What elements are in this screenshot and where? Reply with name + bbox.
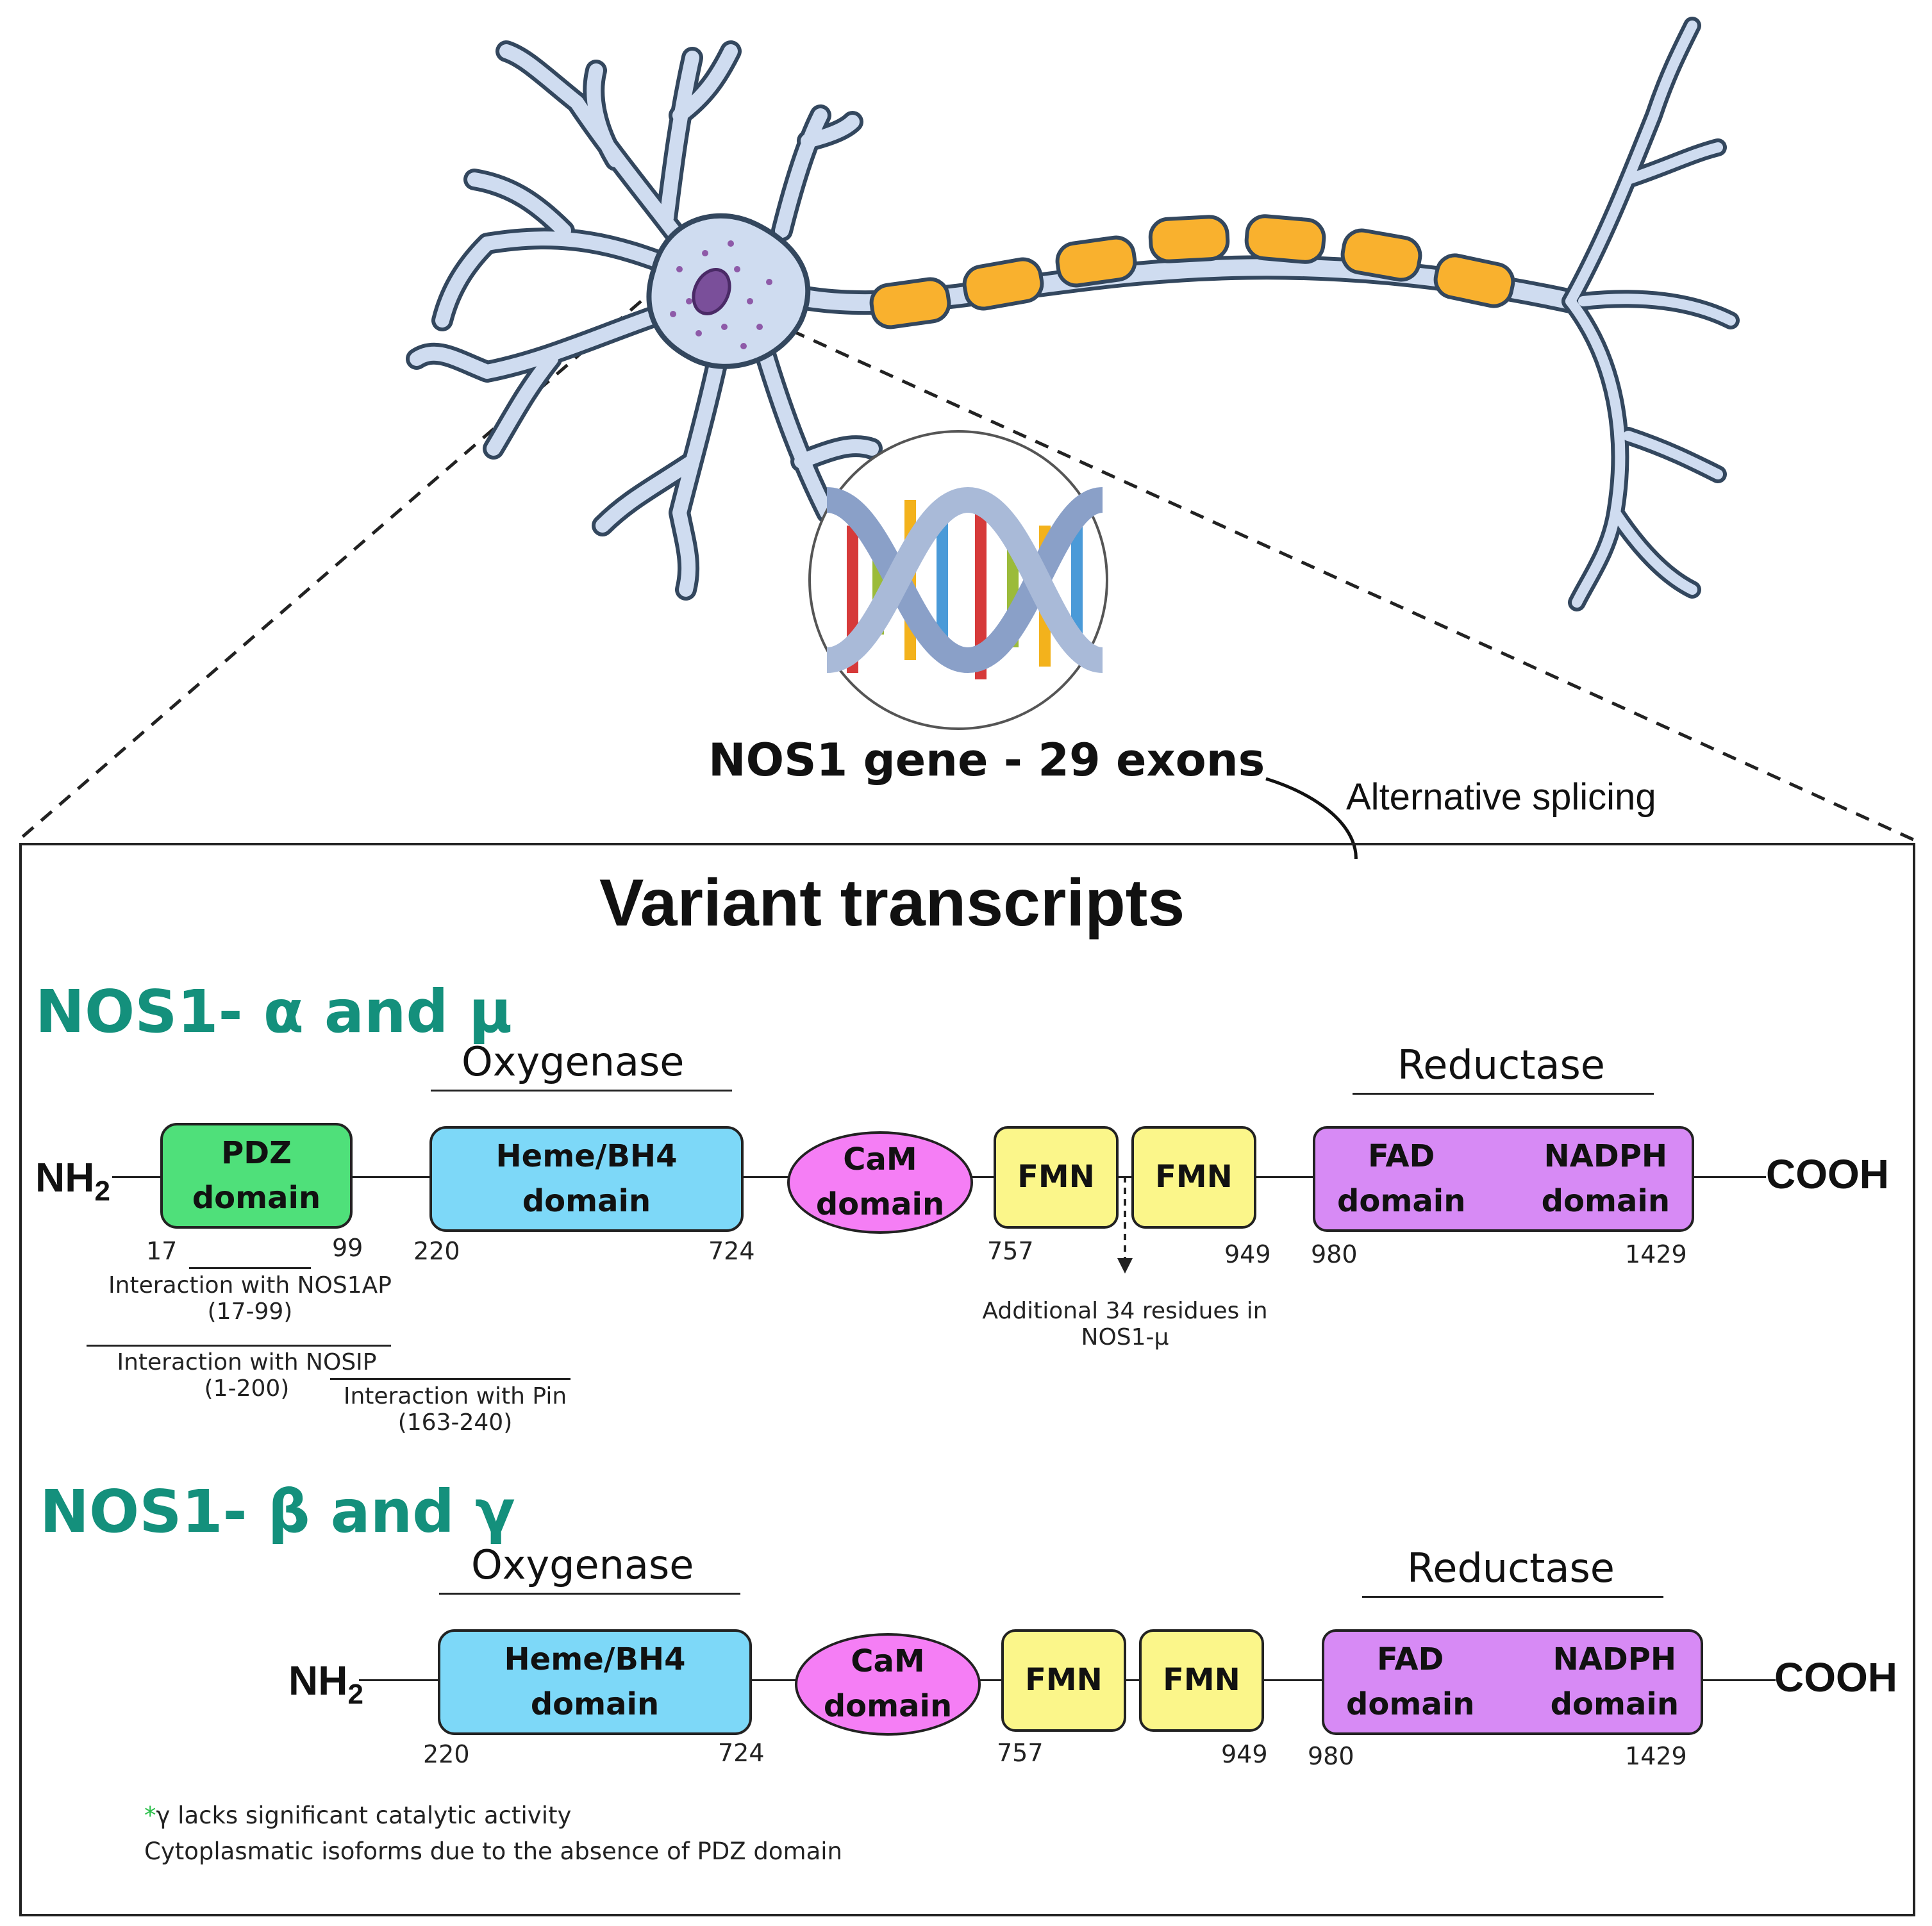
reductase-end-2: 1429 (1625, 1742, 1687, 1770)
pdz-end: 99 (332, 1234, 363, 1262)
fmn-end-2: 949 (1221, 1740, 1268, 1768)
reductase-label-1: Reductase (1397, 1042, 1605, 1088)
splicing-label: Alternative splicing (1346, 776, 1656, 818)
myelin-sheaths (869, 214, 1515, 329)
dna-icon (808, 430, 1108, 730)
fmn-domain-2b: FMN (1139, 1629, 1264, 1732)
interaction-nosip: Interaction with NOSIP(1-200) (117, 1349, 377, 1402)
variant-title: Variant transcripts (599, 866, 1185, 940)
footnote: *γ lacks significant catalytic activity … (144, 1802, 842, 1865)
splicing-arrow (1265, 777, 1358, 859)
heme-start-2: 220 (423, 1740, 470, 1768)
cooh-terminus-2: COOH (1774, 1654, 1897, 1700)
cooh-terminus-1: COOH (1766, 1151, 1889, 1197)
zoom-guide-lines (18, 300, 1915, 842)
heme-end-2: 724 (718, 1739, 765, 1767)
oxygenase-rule-1 (431, 1090, 732, 1092)
reductase-start-2: 980 (1308, 1742, 1354, 1770)
axon-terminals (1561, 17, 1740, 611)
fmn-domain-2a: FMN (1001, 1629, 1126, 1732)
footnote-star: * (144, 1802, 156, 1829)
fmn-domain-1a: FMN (994, 1126, 1119, 1229)
mu-insert-arrow (1117, 1176, 1133, 1274)
fmn-domain-1b: FMN (1131, 1126, 1256, 1229)
oxygenase-label-2: Oxygenase (471, 1541, 694, 1588)
gene-label: NOS1 gene - 29 exons (708, 734, 1265, 786)
isoform-title-beta-gamma: NOS1- β and γ (40, 1477, 515, 1546)
nh2-terminus-2: NH2 (288, 1657, 363, 1710)
oxygenase-label-1: Oxygenase (462, 1038, 685, 1085)
nos1ap-rule (189, 1267, 311, 1269)
nissl-granules (670, 240, 772, 349)
nucleus (692, 268, 731, 315)
nosip-rule (87, 1345, 391, 1347)
reductase-start-1: 980 (1311, 1240, 1358, 1268)
fmn-start-1: 757 (987, 1237, 1034, 1265)
reductase-rule-1 (1353, 1093, 1654, 1095)
variant-panel (19, 843, 1915, 1916)
pdz-start: 17 (146, 1237, 178, 1265)
interaction-pin: Interaction with Pin(163-240) (343, 1383, 567, 1436)
reductase-label-2: Reductase (1407, 1545, 1615, 1591)
pin-rule (330, 1378, 570, 1380)
fmn-end-1: 949 (1224, 1240, 1271, 1268)
oxygenase-rule-2 (439, 1593, 740, 1595)
heme-start-1: 220 (413, 1237, 460, 1265)
heme-end-1: 724 (708, 1237, 755, 1265)
interaction-nos1ap: Interaction with NOS1AP(17-99) (108, 1272, 392, 1325)
reductase-rule-2 (1362, 1596, 1663, 1598)
isoform-title-alpha-mu: NOS1- α and μ (35, 977, 513, 1046)
fmn-start-2: 757 (997, 1739, 1044, 1767)
reductase-end-1: 1429 (1625, 1240, 1687, 1268)
nh2-terminus-1: NH2 (35, 1154, 110, 1207)
neuron-illustration (18, 17, 1915, 859)
